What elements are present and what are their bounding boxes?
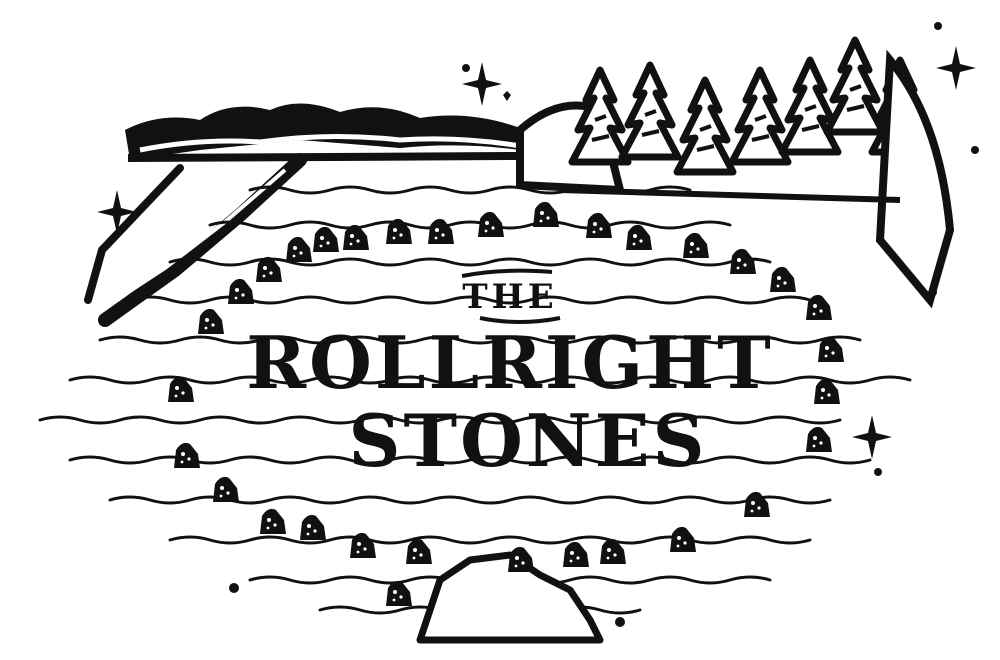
sparkle-icon: [936, 46, 976, 90]
title-line-1: ROLLRIGHT: [246, 320, 773, 405]
standing-stone-icon: [770, 266, 796, 292]
standing-stone-icon: [198, 308, 224, 334]
standing-stone-icon: [300, 514, 326, 540]
standing-stone-icon: [286, 236, 312, 262]
tree-icon: [782, 60, 838, 152]
standing-stone-icon: [683, 232, 709, 258]
foreground-shrub: [416, 551, 604, 644]
standing-stone-icon: [586, 212, 612, 238]
standing-stone-icon: [508, 546, 534, 572]
standing-stone-icon: [428, 218, 454, 244]
standing-stone-icon: [228, 278, 254, 304]
title: THE ROLLRIGHT STONES: [246, 268, 773, 483]
tree-icon: [677, 80, 733, 172]
standing-stone-icon: [260, 508, 286, 534]
standing-stone-icon: [478, 211, 504, 237]
field-lines: [38, 185, 912, 615]
standing-stone-icon: [386, 580, 412, 606]
tree-icon: [827, 40, 883, 132]
sparkle-icon: [852, 415, 892, 459]
standing-stone-icon: [313, 226, 339, 252]
standing-stone-icon: [406, 538, 432, 564]
tree-icon: [622, 65, 678, 157]
standing-stone-icon: [806, 426, 832, 452]
title-the: THE: [462, 277, 557, 317]
standing-stone-icon: [533, 201, 559, 227]
standing-stone-icon: [670, 526, 696, 552]
standing-stone-icon: [213, 476, 239, 502]
title-line-2: STONES: [349, 398, 708, 483]
standing-stone-icon: [626, 224, 652, 250]
standing-stone-icon: [174, 442, 200, 468]
sparkle-icon: [97, 190, 137, 234]
standing-stone-icon: [563, 541, 589, 567]
tree-icon: [732, 70, 788, 162]
